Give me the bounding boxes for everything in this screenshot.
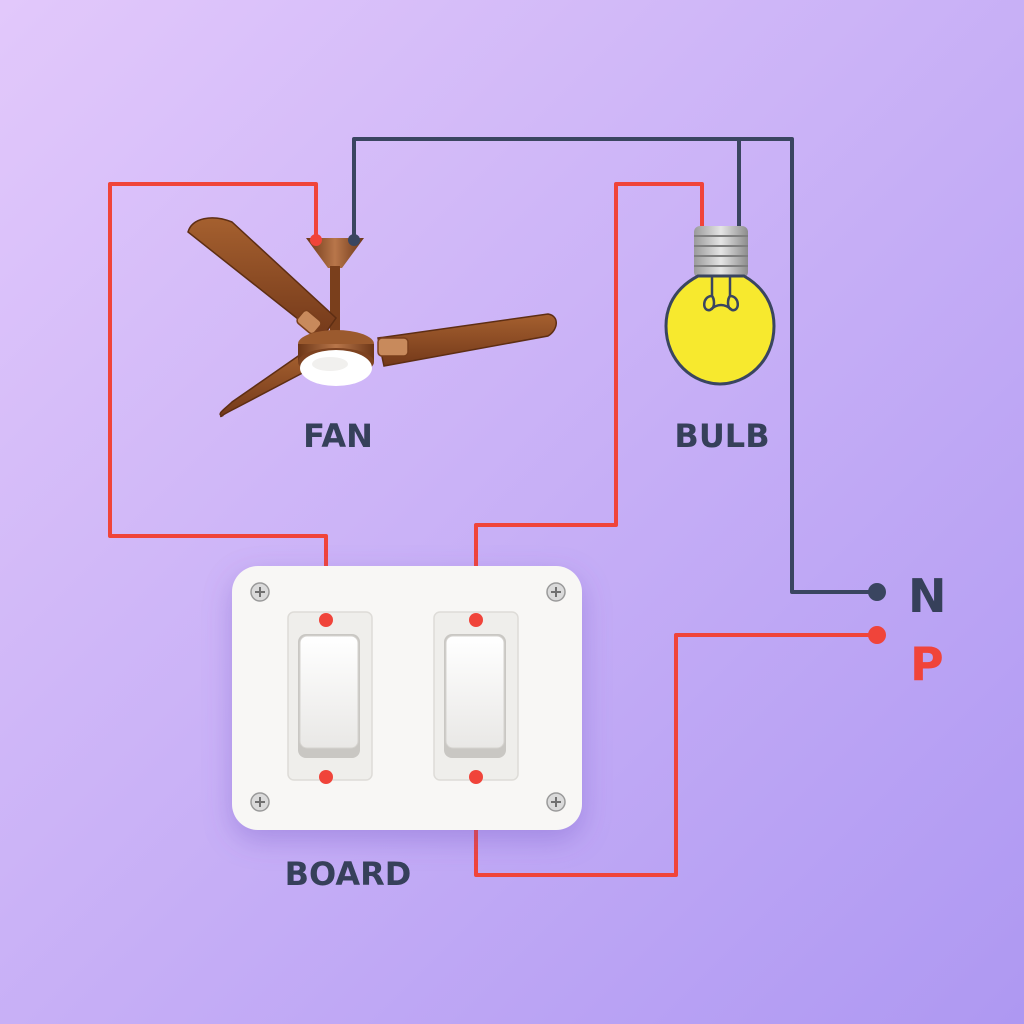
fan-switch-bottom-terminal bbox=[319, 770, 333, 784]
light-bulb-icon bbox=[664, 226, 776, 386]
fan-neutral-terminal bbox=[348, 234, 360, 246]
neutral-wires bbox=[352, 137, 877, 594]
phase-label: P bbox=[910, 637, 944, 691]
neutral-terminal bbox=[868, 583, 886, 601]
bulb-switch[interactable] bbox=[444, 634, 506, 758]
bulb-switch-bottom-terminal bbox=[469, 770, 483, 784]
fan-switch-top-terminal bbox=[319, 613, 333, 627]
board-screws bbox=[250, 582, 566, 812]
fan-phase-terminal bbox=[310, 234, 322, 246]
junction-dots bbox=[310, 234, 886, 784]
switch-board-icon bbox=[232, 566, 582, 830]
bulb-label: BULB bbox=[674, 417, 769, 455]
ceiling-fan-icon bbox=[187, 217, 557, 418]
neutral-label: N bbox=[908, 569, 947, 623]
phase-terminal bbox=[868, 626, 886, 644]
fan-label: FAN bbox=[303, 417, 373, 455]
board-label: BOARD bbox=[285, 855, 412, 893]
fan-switch[interactable] bbox=[298, 634, 360, 758]
neutral-main-wire bbox=[352, 137, 877, 594]
fan-switch-wire bbox=[108, 182, 328, 620]
bulb-switch-top-terminal bbox=[469, 613, 483, 627]
switch-board-plate bbox=[232, 566, 582, 830]
bulb-switch-wire bbox=[474, 182, 704, 620]
phase-supply-wire bbox=[474, 633, 877, 877]
